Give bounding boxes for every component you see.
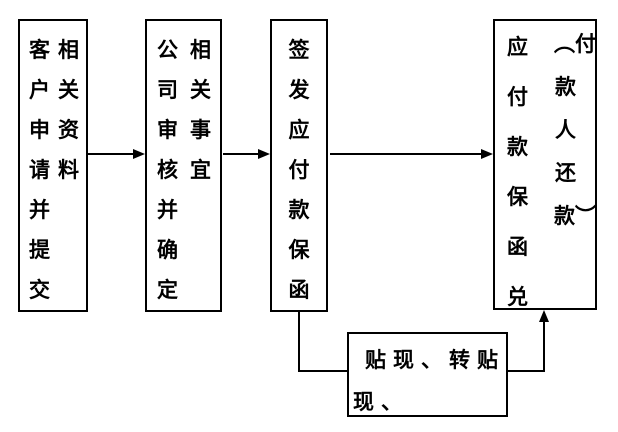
vertical-text-column: 应付款保函兑 (507, 34, 528, 309)
flow-box-guarantee-honoring: 应付款保函兑 ︵付款人还款︶ (493, 19, 597, 310)
flow-box-issue-payment-guarantee: 签发应付款保函 (270, 19, 328, 312)
vertical-text-column: ︵付款人还款︶ (554, 31, 596, 228)
flow-box-discount: 贴现、转贴现、 (347, 332, 508, 417)
vertical-text-column: 客户申请并提交 (29, 37, 50, 302)
vertical-text-column: 签发应付款保函 (288, 37, 310, 302)
arrow-line-2 (223, 153, 259, 155)
flow-box-customer-application: 客户申请并提交 相关资料 (18, 19, 88, 312)
vertical-text-column: 相关资料 (58, 37, 79, 182)
vertical-text-column: 相关事宜 (190, 37, 211, 182)
connector-up-line (543, 320, 545, 372)
connector-down-line (298, 310, 300, 372)
vertical-text-column: 公司审核并确定 (157, 37, 178, 302)
arrow-line-3 (330, 153, 482, 155)
arrowhead-right-icon (481, 149, 493, 159)
connector-left-line (298, 370, 347, 372)
arrowhead-up-icon (539, 310, 549, 322)
flow-box-company-review: 公司审核并确定 相关事宜 (145, 19, 222, 312)
arrowhead-right-icon (258, 149, 270, 159)
connector-right-line (508, 370, 545, 372)
arrowhead-right-icon (133, 149, 145, 159)
arrow-line-1 (88, 153, 134, 155)
